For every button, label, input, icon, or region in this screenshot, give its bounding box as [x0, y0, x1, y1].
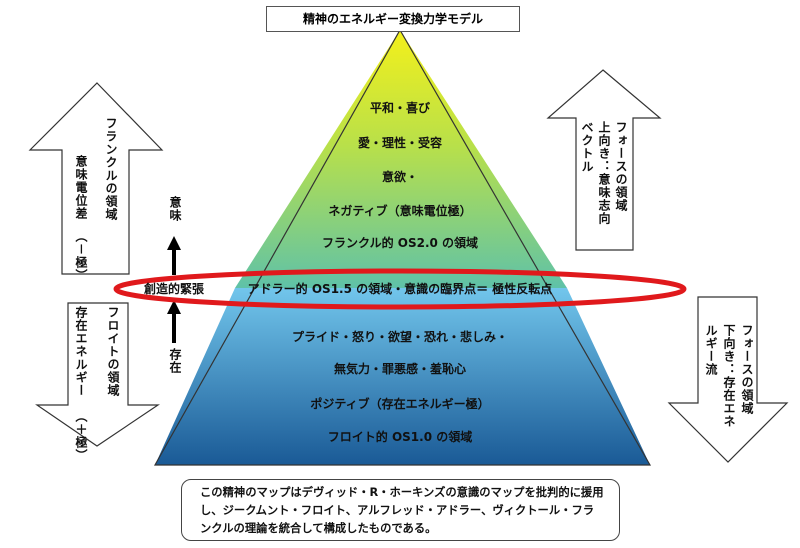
positive-pole-label: ポジティブ（存在エネルギー極）: [310, 396, 489, 411]
left-down-line3: （＋極）: [74, 410, 88, 462]
frankl-os2-label: フランクル的 OS2.0 の領域: [322, 235, 478, 250]
critical-point-ellipse: [113, 268, 687, 310]
right-up-line3: ベクトル: [580, 121, 594, 173]
level-apathy-guilt: 無気力・罪悪感・羞恥心: [334, 361, 466, 376]
diagram-title: 精神のエネルギー変換力学モデル: [266, 6, 520, 32]
pyramid-upper: [235, 30, 567, 288]
right-up-line2: 上向き：意味志向: [597, 121, 611, 225]
negative-pole-label: ネガティブ（意味電位極）: [328, 203, 471, 218]
right-up-line1: フォースの領域: [614, 121, 628, 212]
left-down-line1: フロイトの領域: [106, 306, 120, 397]
upward-axis-arrow-top: [167, 236, 181, 275]
adler-critical-label: アドラー的 OS1.5 の領域・意識の臨界点＝ 極性反転点: [248, 281, 553, 296]
left-up-line2: 意味電位差: [74, 155, 88, 220]
right-down-arrow: [667, 296, 789, 463]
level-peace-joy: 平和・喜び: [370, 100, 431, 115]
freud-os1-label: フロイト的 OS1.0 の領域: [328, 429, 472, 444]
left-up-line3: （－極）: [74, 230, 88, 283]
creative-tension-label: 創造的緊張: [143, 281, 205, 296]
right-down-line2: 下向き：存在エネ: [722, 324, 736, 428]
left-up-line1: フランクルの領域: [104, 117, 118, 221]
left-up-arrow: [28, 82, 164, 275]
right-down-line1: フォースの領域: [740, 324, 754, 415]
upward-axis-arrow-bottom: [167, 300, 181, 343]
level-pride-anger: プライド・怒り・欲望・恐れ・悲しみ・: [292, 329, 508, 344]
right-up-arrow: [546, 69, 662, 251]
right-down-line3: ルギー流: [704, 324, 718, 376]
pyramid-outline: [153, 28, 652, 466]
level-love-reason: 愛・理性・受容: [358, 135, 442, 150]
footnote-box: この精神のマップはデヴィッド・R・ホーキンズの意識のマップを批判的に援用し、ジー…: [181, 479, 620, 541]
left-down-arrow: [35, 302, 160, 447]
axis-existence-label: 存在: [168, 348, 182, 374]
left-down-line2: 存在エネルギー: [74, 306, 88, 397]
axis-meaning-label: 意味: [168, 196, 182, 222]
pyramid-lower: [155, 288, 650, 465]
level-willingness: 意欲・: [382, 169, 418, 184]
